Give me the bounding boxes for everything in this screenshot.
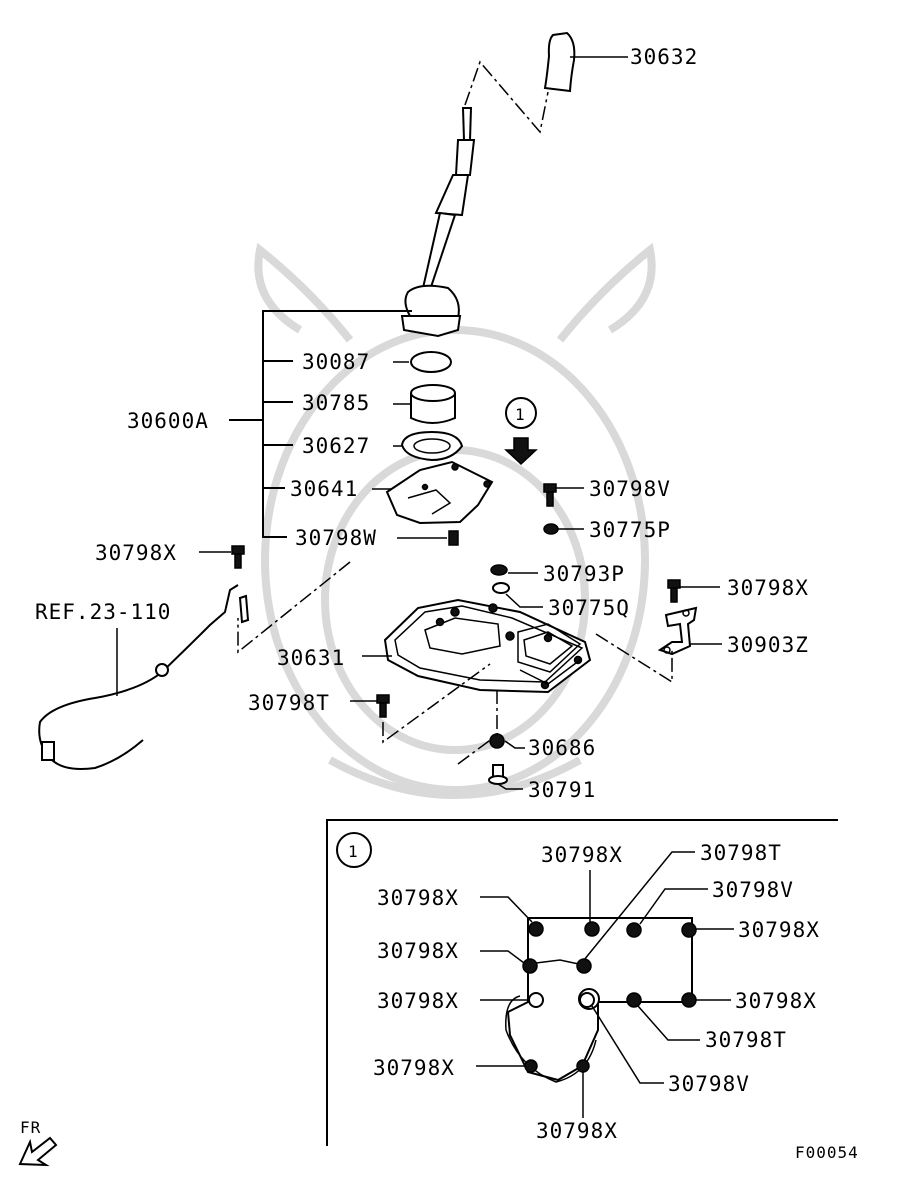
bolt-w: [448, 530, 459, 546]
label-lever-assembly: 30600A: [127, 409, 209, 433]
shift-lever: [400, 107, 476, 338]
label-bushing: 30785: [302, 391, 370, 415]
shift-cable: [38, 584, 250, 770]
detail-label-left-low: 30798X: [377, 989, 459, 1013]
shift-base: [383, 598, 592, 694]
label-retainer-plate: 30641: [290, 477, 358, 501]
bolt-t: [376, 694, 390, 718]
detail-label-right-v: 30798V: [712, 878, 794, 902]
washer-p: [490, 564, 508, 576]
label-o-ring: 30087: [302, 350, 370, 374]
bushing: [410, 384, 456, 424]
detail-callout-number: 1: [515, 405, 526, 424]
label-washer-p: 30793P: [543, 562, 625, 586]
detail-label-right-mid: 30798X: [735, 989, 817, 1013]
bolt-x-left: [231, 545, 245, 569]
detail-label-bottom-v: 30798V: [668, 1072, 750, 1096]
label-bolt-v: 30798V: [589, 477, 671, 501]
label-bushing-lower: 30686: [528, 736, 596, 760]
detail-panel-number: 1: [348, 842, 359, 861]
detail-label-right-t: 30798T: [705, 1028, 787, 1052]
label-nut-q: 30775Q: [548, 596, 630, 620]
label-pin: 30791: [528, 778, 596, 802]
detail-label-left-bottom: 30798X: [373, 1056, 455, 1080]
detail-panel: 1: [326, 819, 838, 1146]
label-bolt-x-left: 30798X: [95, 541, 177, 565]
label-bolt-w: 30798W: [295, 526, 377, 550]
label-bolt-x-right: 30798X: [727, 576, 809, 600]
nut-p: [543, 523, 559, 535]
label-gasket: 30627: [302, 434, 370, 458]
detail-label-right-top: 30798X: [738, 918, 820, 942]
direction-label: FR: [20, 1118, 41, 1137]
label-base-assembly: 30631: [277, 646, 345, 670]
nut-q: [492, 582, 510, 594]
front-arrow-icon: [18, 1136, 58, 1167]
figure-code: F00054: [795, 1143, 859, 1162]
label-knob: 30632: [630, 45, 698, 69]
detail-label-left-top: 30798X: [377, 886, 459, 910]
o-ring: [410, 351, 452, 373]
pin: [488, 764, 508, 785]
detail-callout-circle: [505, 397, 537, 429]
detail-label-bottom: 30798X: [536, 1119, 618, 1143]
gasket: [400, 430, 464, 462]
detail-label-top-right-t: 30798T: [700, 841, 782, 865]
shift-knob: [543, 31, 576, 93]
bushing-lower: [489, 733, 505, 749]
label-bracket: 30903Z: [727, 633, 809, 657]
detail-label-top-center: 30798X: [541, 843, 623, 867]
detail-label-left-mid: 30798X: [377, 939, 459, 963]
label-nut-p: 30775P: [589, 518, 671, 542]
bracket: [657, 606, 698, 656]
bolt-x-right: [667, 579, 681, 603]
retainer-plate: [385, 460, 494, 525]
label-reference: REF.23-110: [35, 600, 171, 624]
label-bolt-t: 30798T: [248, 691, 330, 715]
down-arrow-icon: [504, 437, 538, 466]
